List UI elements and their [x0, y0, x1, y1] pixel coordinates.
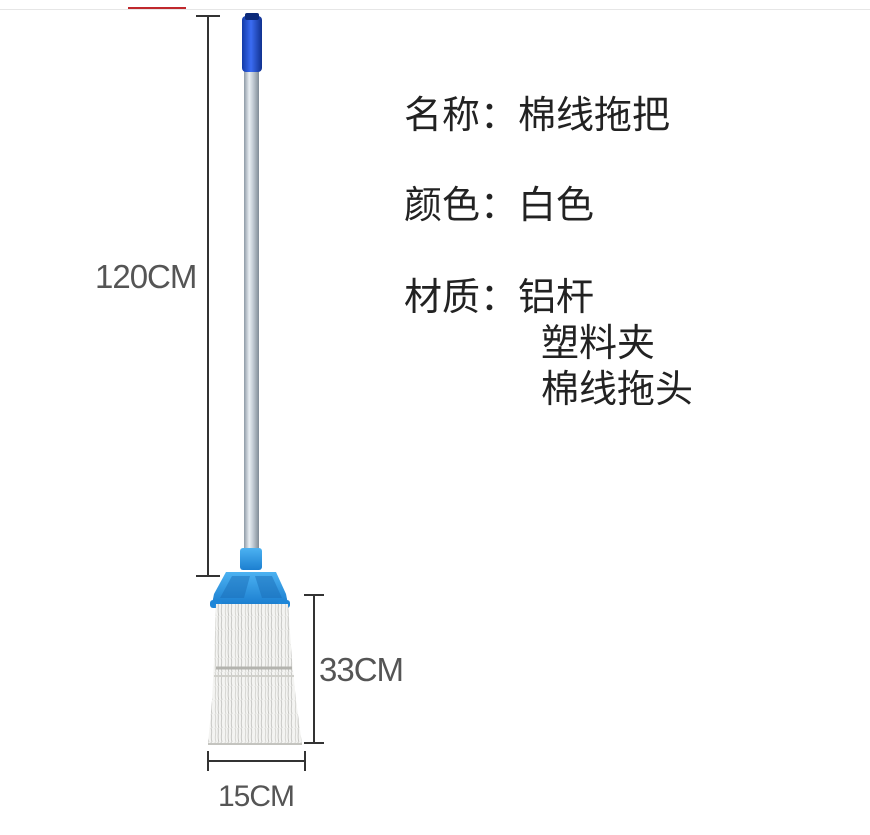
- cotton-mop-head: [208, 604, 302, 745]
- top-accent-bar: [128, 7, 186, 9]
- aluminum-pole: [244, 64, 259, 554]
- grip-cap: [245, 13, 259, 20]
- head-length-label: 33CM: [319, 651, 404, 688]
- handle-grip: [242, 16, 262, 72]
- material-value-clip: 塑料夹: [541, 321, 656, 365]
- color-value: 白色: [518, 183, 595, 227]
- spec-row-name: 名称：棉线拖把: [404, 92, 670, 138]
- color-label: 颜色：: [404, 183, 519, 227]
- material-value-pole: 铝杆: [518, 275, 595, 319]
- spec-row-material: 材质：铝杆: [404, 274, 594, 320]
- head-width-dimension-line: [207, 751, 306, 771]
- material-label: 材质：: [404, 275, 519, 319]
- top-divider: [0, 9, 870, 10]
- name-value: 棉线拖把: [518, 93, 671, 137]
- spec-row-color: 颜色：白色: [404, 182, 594, 228]
- plastic-clip: [210, 548, 290, 608]
- head-width-label: 15CM: [218, 780, 295, 813]
- pole-length-label: 120CM: [95, 258, 197, 295]
- material-value-head: 棉线拖头: [541, 367, 694, 411]
- head-length-dimension-line: [304, 594, 324, 744]
- pole-length-dimension-line: [196, 15, 220, 577]
- name-label: 名称：: [404, 93, 519, 137]
